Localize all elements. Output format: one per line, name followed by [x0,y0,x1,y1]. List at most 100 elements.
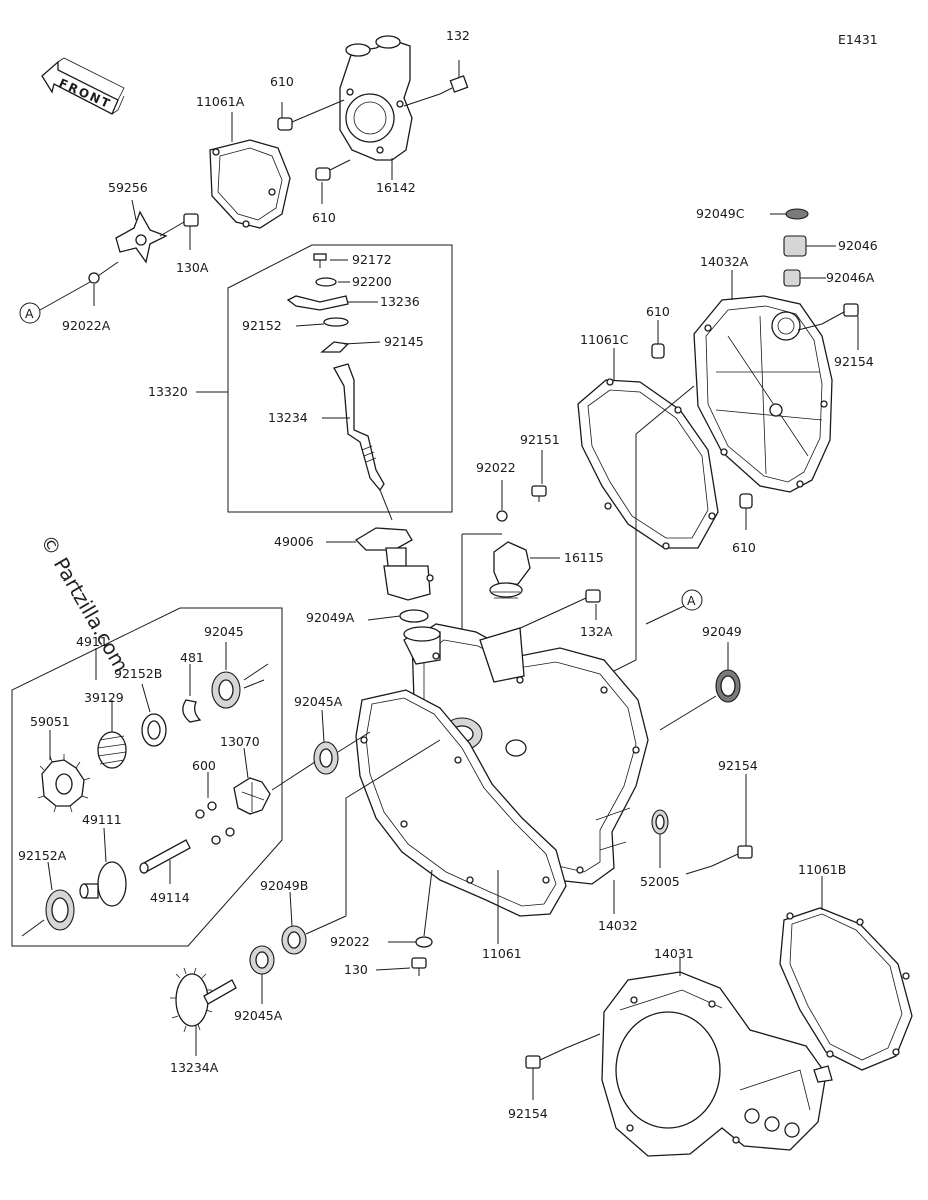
part-label-92152B: 92152B [114,666,162,681]
part-label-130A: 130A [176,260,209,275]
bolt-132 [439,75,469,95]
part-label-610-top: 610 [270,74,294,89]
gear-59051 [37,754,91,813]
cap-16115 [489,541,531,599]
shaft-13234 [333,363,385,492]
bolt-132A [559,589,601,611]
washer-92200 [315,277,337,287]
governor-49006 [354,527,434,601]
bearing-92046A [783,269,801,287]
bolt-92154-mid [711,845,753,867]
part-label-13234A: 13234A [170,1060,219,1075]
bearing-92046 [783,235,807,257]
part-label-92045: 92045 [204,624,244,639]
magneto-cover-14031 [601,971,833,1157]
bolt-92154-bottom [525,1047,567,1069]
front-arrow-icon: FRONT [41,57,125,115]
dowel-pin-610c [651,343,665,359]
bolt-130 [411,957,427,976]
part-label-92154-bottom: 92154 [508,1106,548,1121]
part-label-481: 481 [180,650,204,665]
part-label-92045A-lower: 92045A [234,1008,283,1023]
impeller-13070 [233,777,271,815]
part-label-4911: 4911 [76,634,108,649]
part-label-92045A-upper: 92045A [294,694,343,709]
water-pump-cover-16142 [339,35,413,161]
bearing-92045A-lower [249,945,275,975]
part-label-610-lower: 610 [312,210,336,225]
part-label-11061A: 11061A [196,94,245,109]
part-label-92022-bottom: 92022 [330,934,370,949]
callout-a-right [681,589,703,611]
part-label-14032A: 14032A [700,254,749,269]
part-label-16142: 16142 [376,180,416,195]
gasket-11061B [779,907,913,1071]
part-label-132: 132 [446,28,470,43]
part-label-14031: 14031 [654,946,694,961]
gear-13234A [170,967,237,1033]
balls-600 [195,801,235,845]
washer-92152 [323,317,349,327]
callout-a-right-label: A [687,593,696,608]
plate-13236 [286,295,349,311]
bolt-130A [159,213,199,237]
part-label-610-right-top: 610 [646,304,670,319]
washer-92022A [88,272,100,284]
part-label-49114: 49114 [150,890,190,905]
part-label-92046A: 92046A [826,270,875,285]
part-label-49006: 49006 [274,534,314,549]
clutch-cover-14032A [693,295,833,493]
part-label-49111: 49111 [82,812,122,827]
part-label-92049A: 92049A [306,610,355,625]
part-label-92154-top: 92154 [834,354,874,369]
part-label-59051: 59051 [30,714,70,729]
dowel-pin-610d [739,493,753,509]
part-label-92172: 92172 [352,252,392,267]
part-label-13234: 13234 [268,410,308,425]
holder-49111 [79,861,127,907]
washer-92022-top [496,510,508,522]
part-label-130: 130 [344,962,368,977]
gasket-11061C [577,378,719,550]
seal-92049A [399,609,429,623]
bolt-92154-top [821,303,859,325]
part-label-11061C: 11061C [580,332,629,347]
part-label-132A: 132A [580,624,613,639]
bearing-92045A-upper [313,741,339,775]
dowel-pin-610a [277,117,293,131]
part-label-92154-mid: 92154 [718,758,758,773]
shaft-49114 [139,839,191,874]
diagram-code: E1431 [838,32,878,47]
assembly-box-13320 [227,244,453,513]
part-label-92200: 92200 [352,274,392,289]
seal-92152A [45,889,75,931]
gasket-11061A [209,139,291,229]
seal-92049C [785,208,809,220]
part-label-92022-top: 92022 [476,460,516,475]
bolt-92151 [531,485,547,502]
part-label-92049: 92049 [702,624,742,639]
bearing-92045 [211,671,241,709]
part-label-92049C: 92049C [696,206,745,221]
part-label-11061: 11061 [482,946,522,961]
part-label-59256: 59256 [108,180,148,195]
part-label-39129: 39129 [84,690,124,705]
part-label-92152: 92152 [242,318,282,333]
spring-39129 [97,731,127,769]
assembly-box-4911 [11,607,283,947]
part-label-13320: 13320 [148,384,188,399]
screw-92172 [313,253,327,268]
part-label-16115: 16115 [564,550,604,565]
part-label-13236: 13236 [380,294,420,309]
part-label-92151: 92151 [520,432,560,447]
bearing-92049B [281,925,307,955]
part-label-92049B: 92049B [260,878,308,893]
part-label-14032: 14032 [598,918,638,933]
part-label-92145: 92145 [384,334,424,349]
part-label-52005: 52005 [640,874,680,889]
gasket-11061 [355,689,567,917]
part-label-92152A: 92152A [18,848,67,863]
part-label-92046: 92046 [838,238,878,253]
